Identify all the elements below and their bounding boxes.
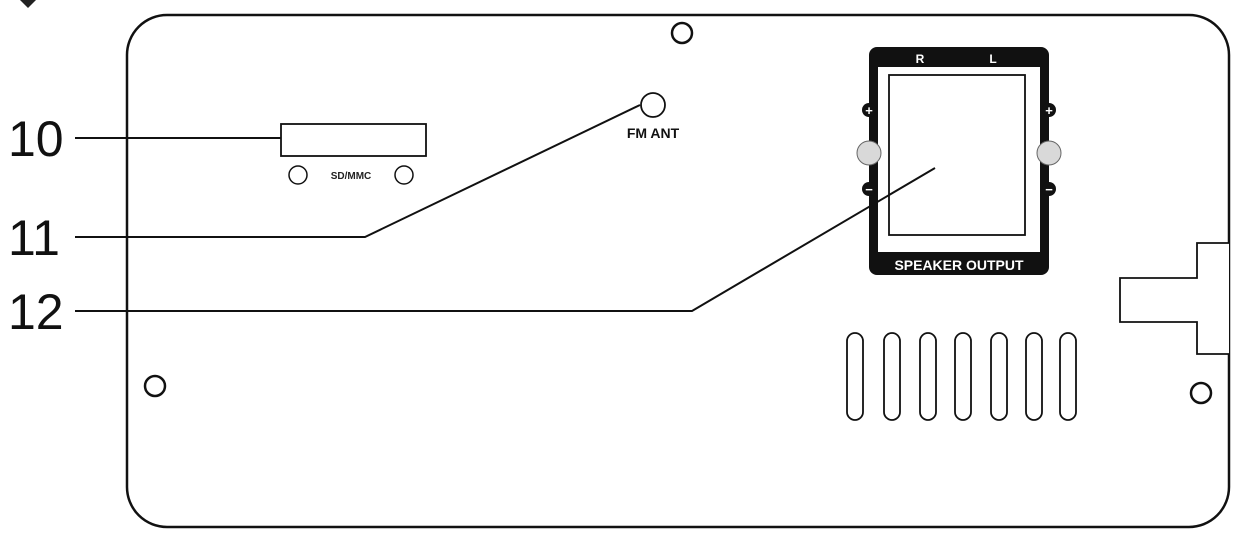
channel-l-label: L <box>989 52 996 66</box>
callout-number-12: 12 <box>8 284 64 340</box>
vent-slots <box>846 332 1077 421</box>
sd-slot-screw-left <box>288 165 308 185</box>
left-plus-sign: + <box>1045 103 1053 118</box>
speaker-output-block: R L SPEAKER OUTPUT + − + − <box>856 47 1062 275</box>
right-minus-terminal <box>862 182 876 196</box>
fm-ant-label: FM ANT <box>627 125 680 141</box>
speaker-terminal-panel <box>888 74 1026 236</box>
sd-slot-screw-right <box>394 165 414 185</box>
right-plus-sign: + <box>865 103 873 118</box>
left-terminal-knob <box>1036 140 1062 166</box>
leader-line-12 <box>75 167 936 312</box>
sd-mmc-label: SD/MMC <box>331 171 372 182</box>
vent-slot <box>883 332 901 421</box>
right-plus-terminal <box>862 103 876 117</box>
left-plus-terminal <box>1042 103 1056 117</box>
speaker-output-label: SPEAKER OUTPUT <box>894 257 1024 273</box>
corner-mark <box>20 0 36 8</box>
vent-slot <box>990 332 1008 421</box>
screw-hole-right <box>1189 381 1213 405</box>
screw-hole-left <box>143 374 167 398</box>
fm-antenna-jack <box>640 92 666 118</box>
power-connector-bracket <box>1119 242 1229 355</box>
vent-slot <box>919 332 937 421</box>
vent-slot <box>1025 332 1043 421</box>
vent-slot <box>846 332 864 421</box>
left-minus-sign: − <box>1045 182 1053 197</box>
vent-slot <box>954 332 972 421</box>
right-terminal-knob <box>856 140 882 166</box>
right-minus-sign: − <box>865 182 873 197</box>
leader-line-11 <box>75 104 641 238</box>
callout-number-11: 11 <box>8 210 60 266</box>
sd-card-slot <box>280 123 427 157</box>
channel-r-label: R <box>916 52 925 66</box>
left-minus-terminal <box>1042 182 1056 196</box>
vent-slot <box>1059 332 1077 421</box>
panel-outline <box>125 13 1231 529</box>
callout-number-10: 10 <box>8 111 64 167</box>
screw-hole-top <box>670 21 694 45</box>
